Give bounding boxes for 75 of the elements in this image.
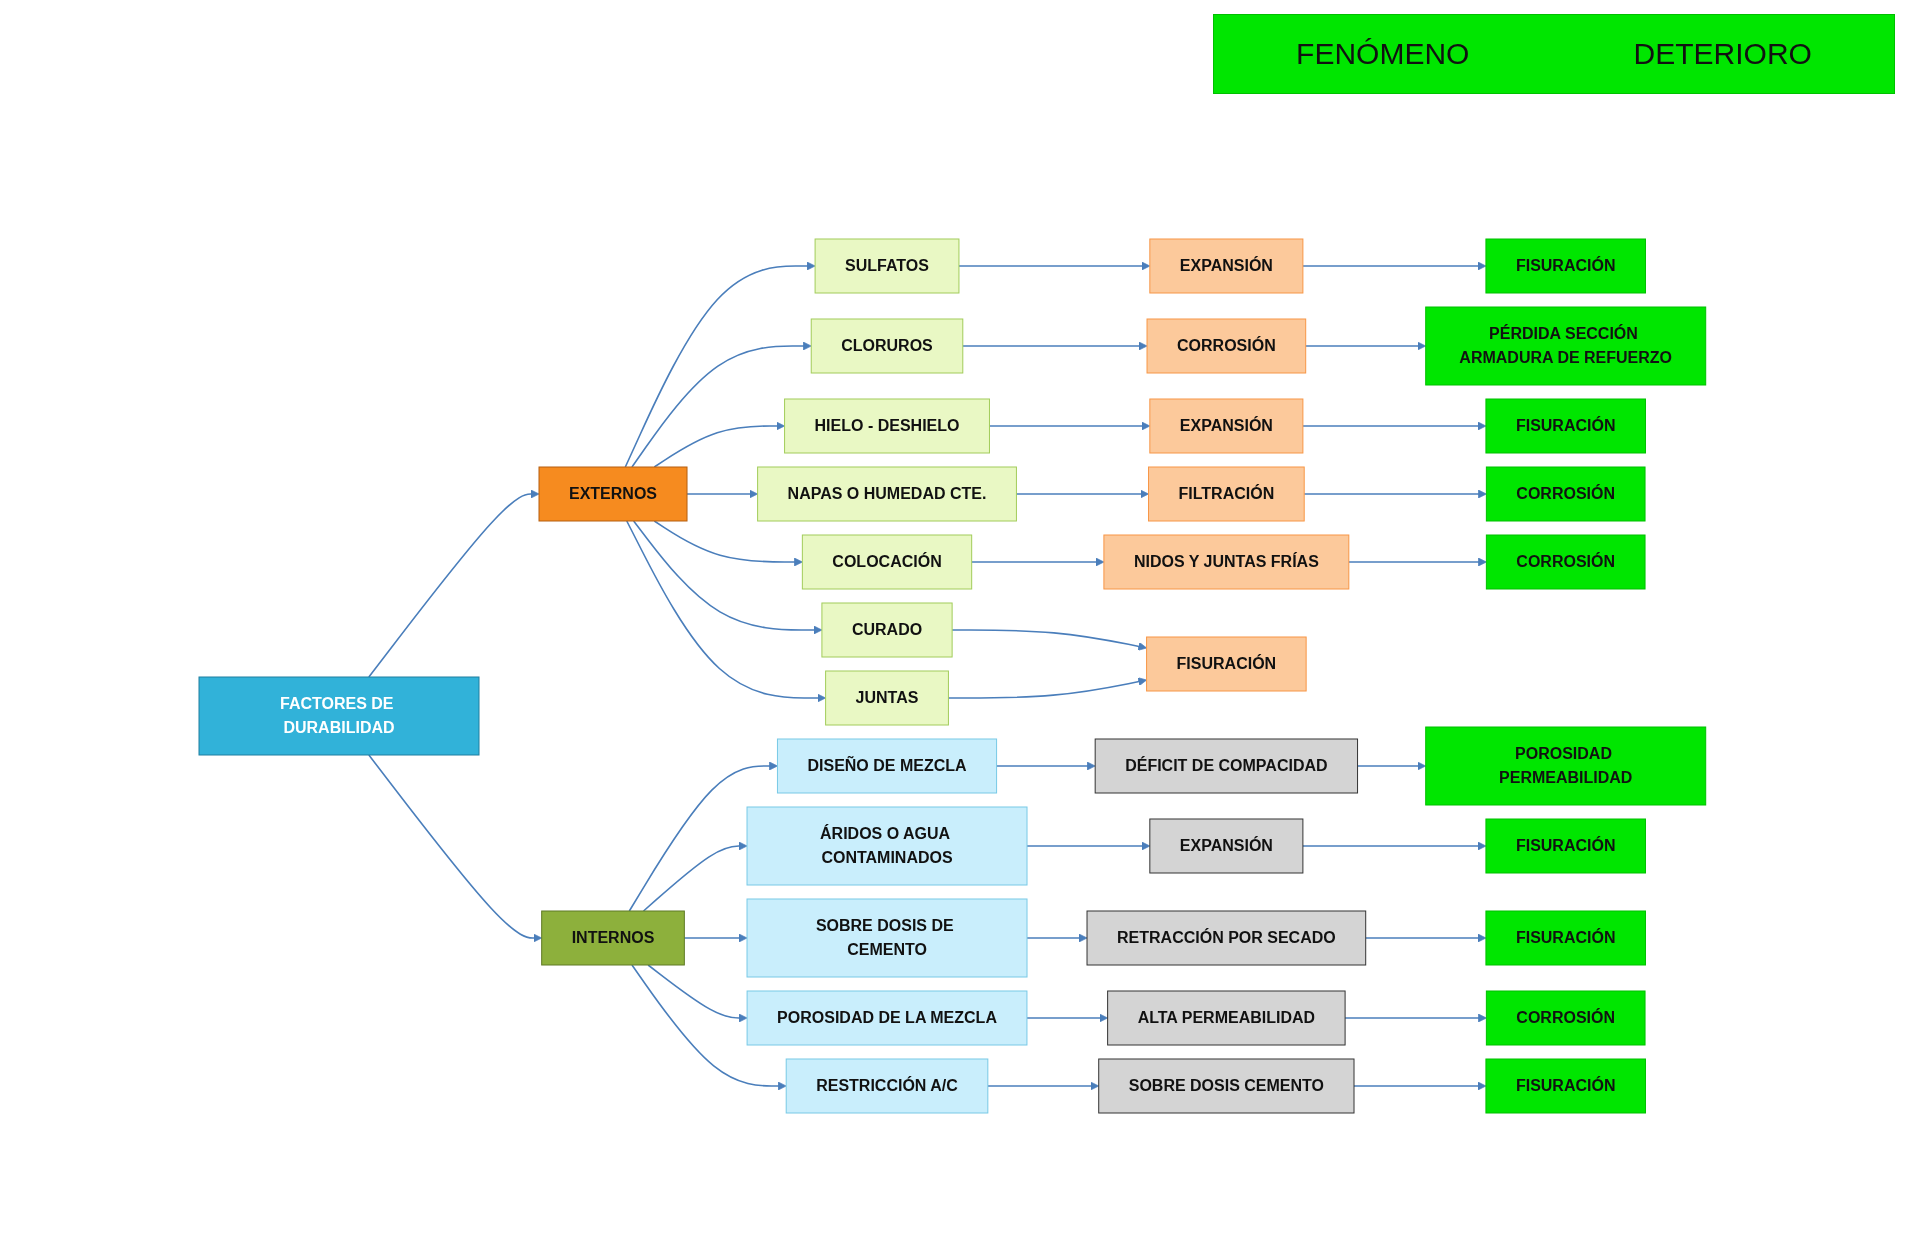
arrow (1026, 933, 1088, 943)
node-box: FISURACIÓN (1485, 1058, 1647, 1114)
arrow (971, 557, 1105, 567)
arrow (686, 489, 759, 499)
node-box: FISURACIÓN (1485, 910, 1647, 966)
arrow (1026, 1013, 1109, 1023)
node-box: EXPANSIÓN (1149, 238, 1304, 294)
arrow (962, 341, 1148, 351)
node-box: CURADO (821, 602, 953, 658)
arrow (368, 489, 540, 678)
arrow (1305, 341, 1427, 351)
node-box: INTERNOS (541, 910, 685, 966)
node-box: EXPANSIÓN (1149, 818, 1304, 874)
arrow (626, 520, 827, 703)
arrow (633, 520, 823, 635)
node-box: SOBRE DOSIS DE CEMENTO (746, 898, 1028, 978)
node-box: COLOCACIÓN (802, 534, 973, 590)
node-box: CORROSIÓN (1486, 990, 1646, 1046)
arrow (653, 520, 803, 567)
node-box: CLORUROS (810, 318, 964, 374)
node-box: NAPAS O HUMEDAD CTE. (757, 466, 1018, 522)
arrow (624, 261, 816, 468)
node-box: SOBRE DOSIS CEMENTO (1098, 1058, 1355, 1114)
arrow (947, 677, 1148, 699)
arrow (628, 761, 778, 912)
node-box: RETRACCIÓN POR SECADO (1086, 910, 1367, 966)
node-box: SULFATOS (814, 238, 960, 294)
arrow (1303, 489, 1487, 499)
arrow (1302, 421, 1487, 431)
arrow (958, 261, 1151, 271)
node-box: ÁRIDOS O AGUA CONTAMINADOS (746, 806, 1028, 886)
node-box: HIELO - DESHIELO (784, 398, 991, 454)
node-box: CORROSIÓN (1486, 466, 1646, 522)
column-heading: DETERIORO (1633, 37, 1812, 71)
node-box: FISURACIÓN (1146, 636, 1307, 692)
arrow (1302, 841, 1487, 851)
node-box: POROSIDAD DE LA MEZCLA (746, 990, 1028, 1046)
node-box: CORROSIÓN (1146, 318, 1307, 374)
node-box: JUNTAS (825, 670, 950, 726)
arrow (631, 964, 787, 1091)
arrow (1302, 261, 1487, 271)
arrow (647, 964, 748, 1023)
node-box: DÉFICIT DE COMPACIDAD (1094, 738, 1359, 794)
arrow (1365, 933, 1487, 943)
node-box: ALTA PERMEABILIDAD (1107, 990, 1346, 1046)
node-box: FISURACIÓN (1485, 818, 1647, 874)
node-box: PÉRDIDA SECCIÓN ARMADURA DE REFUERZO (1425, 306, 1707, 386)
arrow (653, 421, 786, 468)
arrow (1356, 761, 1427, 771)
arrow (1353, 1081, 1487, 1091)
node-box: DISEÑO DE MEZCLA (777, 738, 998, 794)
arrow (683, 933, 748, 943)
node-box: CORROSIÓN (1486, 534, 1646, 590)
column-heading: FENÓMENO (1296, 37, 1470, 71)
arrow (988, 421, 1151, 431)
arrow (1344, 1013, 1487, 1023)
arrow (995, 761, 1096, 771)
node-box: EXTERNOS (538, 466, 688, 522)
node-box: FISURACIÓN (1485, 398, 1647, 454)
arrow (368, 754, 543, 943)
node-box: EXPANSIÓN (1149, 398, 1304, 454)
node-box: FISURACIÓN (1485, 238, 1647, 294)
arrow (987, 1081, 1100, 1091)
arrow (631, 341, 812, 468)
node-box: NIDOS Y JUNTAS FRÍAS (1103, 534, 1350, 590)
arrow (1026, 841, 1151, 851)
arrow (642, 841, 748, 912)
arrow (1348, 557, 1487, 567)
node-box: FACTORES DE DURABILIDAD (198, 676, 480, 756)
arrow (951, 629, 1148, 651)
node-box: RESTRICCIÓN A/C (785, 1058, 989, 1114)
header-band (1213, 14, 1895, 94)
arrow (1015, 489, 1150, 499)
node-box: POROSIDAD PERMEABILIDAD (1425, 726, 1707, 806)
node-box: FILTRACIÓN (1148, 466, 1305, 522)
